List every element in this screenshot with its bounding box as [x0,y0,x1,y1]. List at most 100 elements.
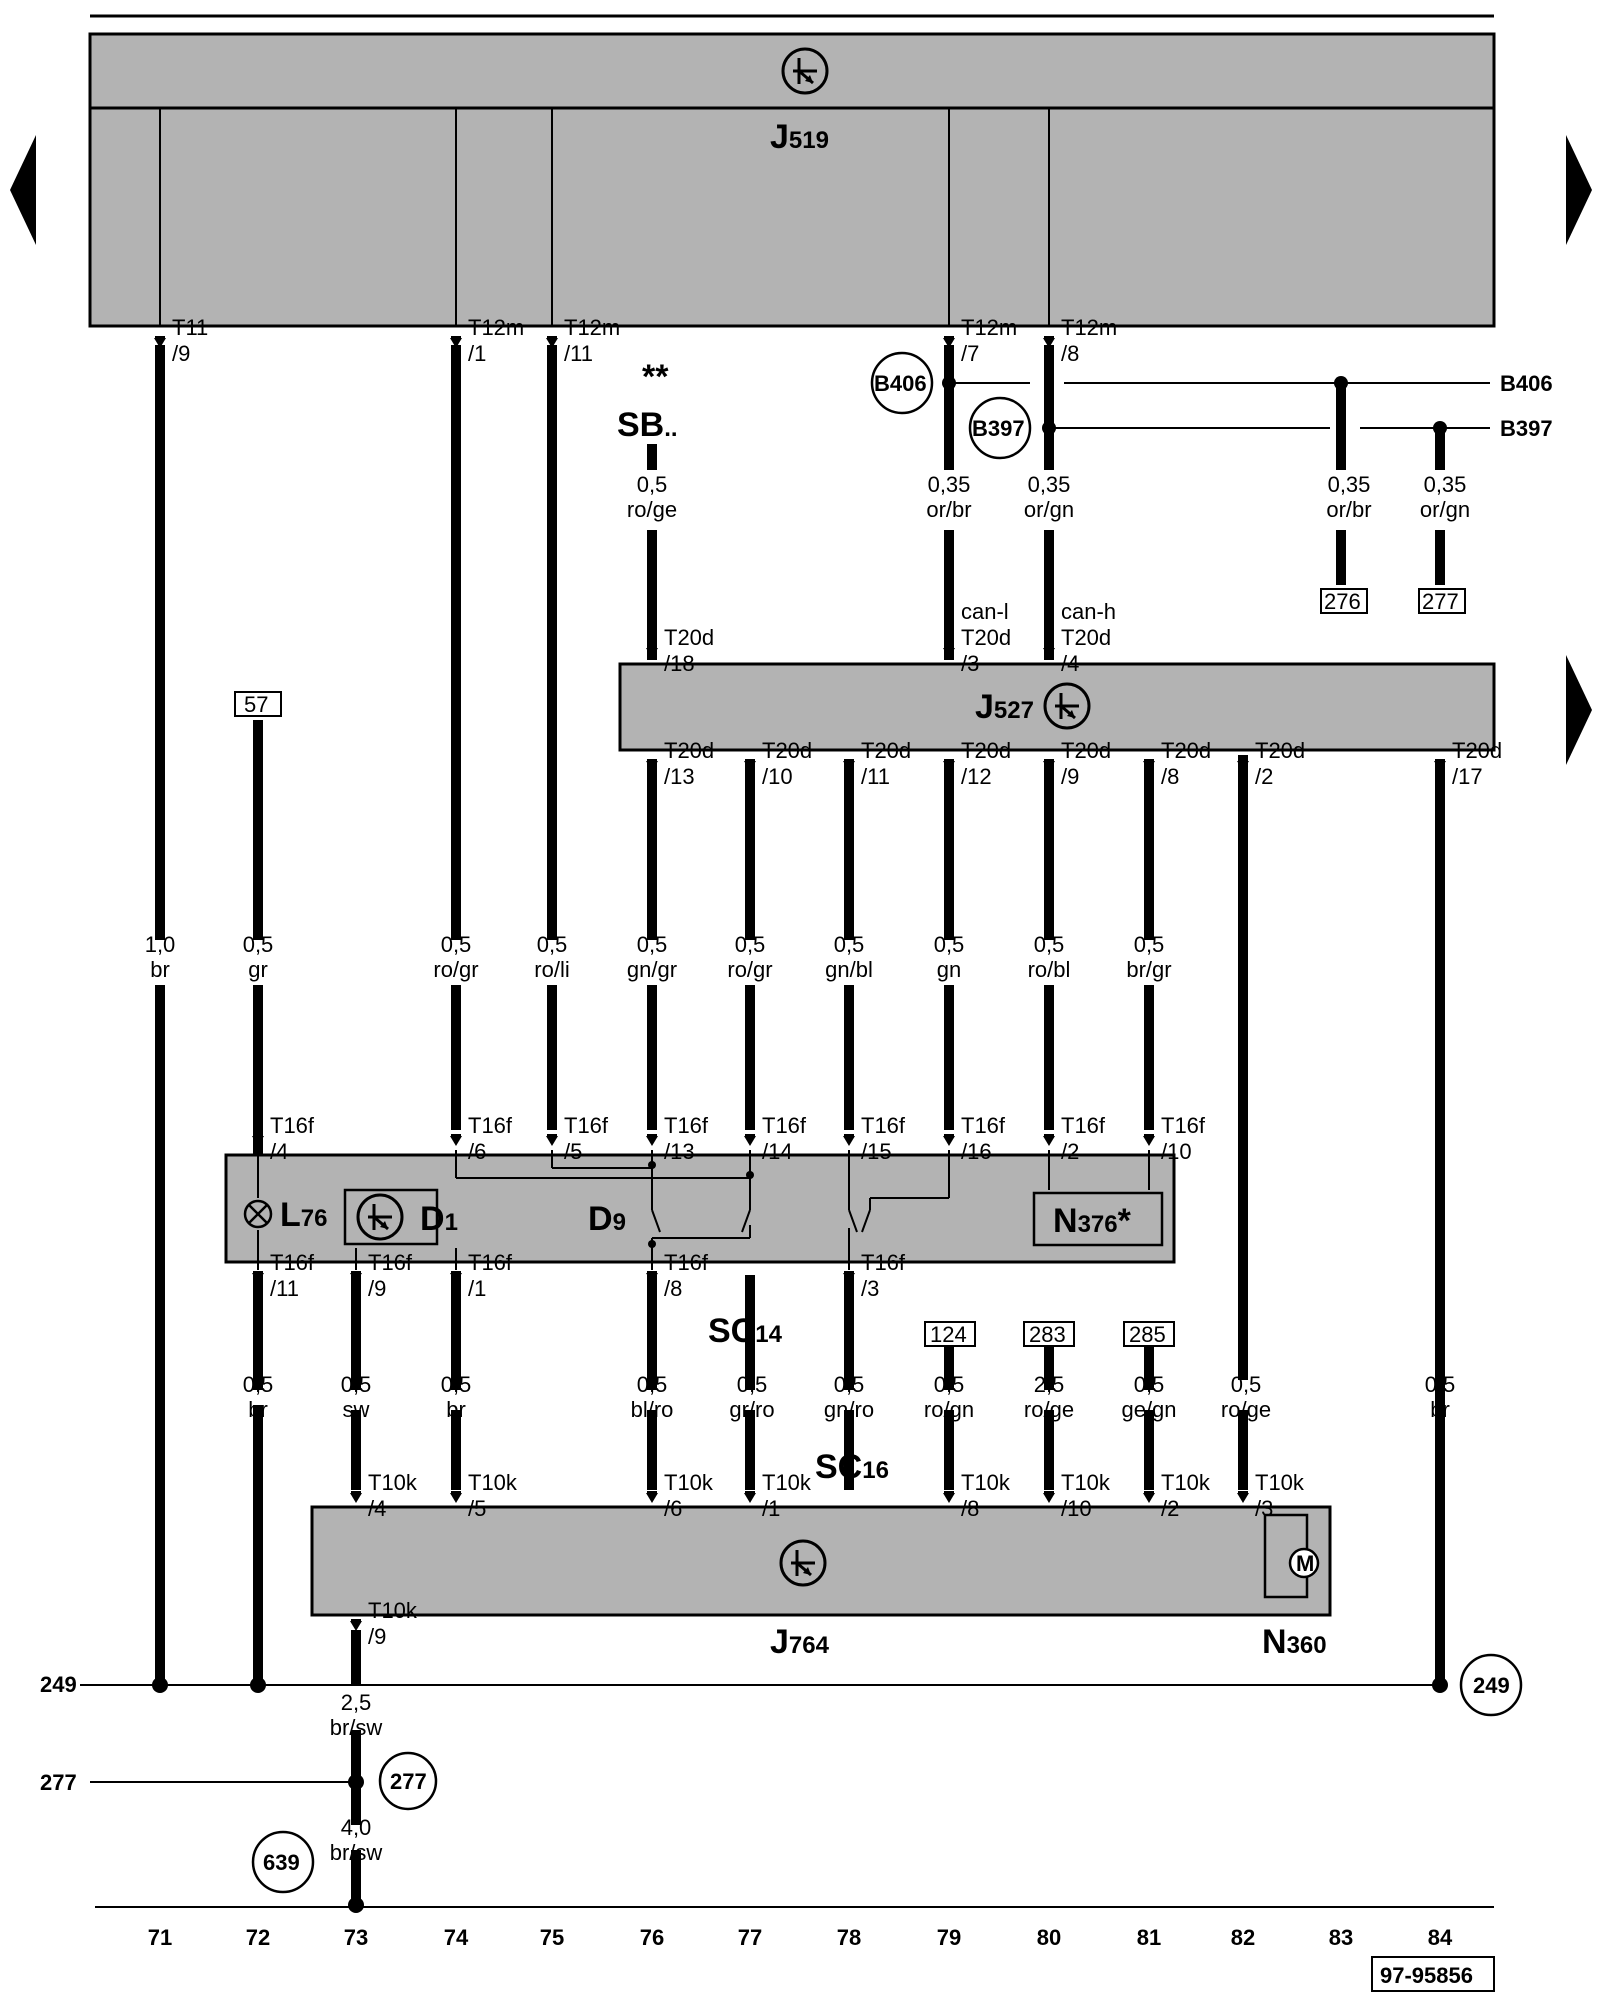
column-number: 80 [1037,1925,1061,1950]
pin-label: T10k [664,1470,714,1495]
pin-label: /4 [368,1496,386,1521]
ground-point-249: 249 [1473,1673,1510,1698]
wire-size-label: 0,5 [934,932,965,957]
pin-label: T20d [961,738,1011,763]
wire-size-label: 0,5 [341,1372,372,1397]
pin-label: T16f [762,1113,807,1138]
b397-line-label: B397 [1500,416,1553,441]
wire-size-label: 0,5 [243,932,274,957]
pin-label: /3 [861,1276,879,1301]
pin-label: /11 [861,764,890,789]
wire-color-label: gn/ro [824,1397,874,1422]
wire-color-label: br/sw [330,1840,383,1865]
wire-color-label: or/br [1326,497,1371,522]
pin-label: T11 [172,315,208,340]
column-number: 71 [148,1925,172,1950]
pin-label: T16f [468,1250,513,1275]
j519-box [88,32,1496,328]
column-number: 74 [444,1925,469,1950]
column-number: 81 [1137,1925,1161,1950]
pin-label: /1 [762,1496,780,1521]
pin-label: T16f [270,1250,315,1275]
pin-label: /9 [1061,764,1079,789]
wire-size-label: 0,35 [1328,472,1371,497]
wire-size-label: 2,5 [1034,1372,1065,1397]
pin-arrow [1142,1491,1156,1504]
pin-label: /2 [1161,1496,1179,1521]
pin-arrow [545,1134,559,1147]
svg-text:M: M [1296,1551,1314,1576]
pin-label: /9 [368,1624,386,1649]
pin-label: T16f [664,1113,709,1138]
wire-size-label: 0,35 [1028,472,1071,497]
pin-label: /10 [1161,1139,1192,1164]
wire-color-label: bl/ro [631,1397,674,1422]
wire-color-label: ro/gr [727,957,772,982]
next-page-arrow-mid[interactable] [1566,655,1592,765]
pin-arrow [645,1491,659,1504]
pin-label: /17 [1452,764,1483,789]
wire-size-label: 4,0 [341,1815,372,1840]
pin-label: /13 [664,764,695,789]
pin-label: /1 [468,341,486,366]
wire-size-label: 2,5 [341,1690,372,1715]
l76-label: L76 [280,1196,327,1234]
pin-arrow [1042,1134,1056,1147]
b406-circle: B406 [874,371,927,396]
column-number: 79 [937,1925,961,1950]
wire-color-label: ro/gn [924,1397,974,1422]
wire-size-label: 0,5 [1034,932,1065,957]
pin-label: T20d [664,738,714,763]
pin-arrow [842,1134,856,1147]
d1-label: D1 [420,1200,458,1238]
j764-label: J764 [770,1623,830,1661]
wire-size-label: 0,5 [441,932,472,957]
sb-marks: ** [642,358,669,396]
wire-size-label: 0,5 [1134,932,1165,957]
pin-label: T20d [1061,738,1111,763]
wire-bundle [155,345,1445,1905]
line-277-label: 277 [40,1770,77,1795]
wire-size-label: 0,5 [537,932,568,957]
d9-label: D9 [588,1200,626,1238]
pin-label: /16 [961,1139,992,1164]
pin-label: T16f [861,1113,906,1138]
pin-arrow [942,1134,956,1147]
sb-label: SB.. [617,406,678,444]
pin-label: T16f [270,1113,315,1138]
ref-283: 283 [1029,1322,1066,1347]
sc16-label: SC16 [815,1448,889,1486]
pin-label: T10k [368,1598,418,1623]
ref-285: 285 [1129,1322,1166,1347]
pin-label: T20d [762,738,812,763]
wire-color-label: or/gn [1420,497,1470,522]
wire-color-label: gn [937,957,961,982]
ref-277: 277 [1422,589,1459,614]
pin-arrow [1042,1491,1056,1504]
wire-size-label: 0,5 [637,1372,668,1397]
prev-page-arrow[interactable] [10,135,36,245]
pin-arrow [645,1134,659,1147]
pin-label: /8 [1161,764,1179,789]
wire-size-label: 0,5 [243,1372,274,1397]
pin-label: /8 [1061,341,1079,366]
pin-label: T10k [468,1470,518,1495]
column-number: 84 [1428,1925,1453,1950]
wire-size-label: 0,5 [934,1372,965,1397]
next-page-arrow-top[interactable] [1566,135,1592,245]
wire-size-label: 0,5 [637,472,668,497]
pin-label: /2 [1255,764,1273,789]
pin-label: /14 [762,1139,793,1164]
pin-label: /6 [468,1139,486,1164]
n376-box [1032,1191,1164,1247]
pin-label: T16f [468,1113,513,1138]
wire-size-label: 0,5 [1134,1372,1165,1397]
sc14-label: SC14 [708,1312,783,1350]
pin-label: T10k [368,1470,418,1495]
wire-size-label: 0,35 [928,472,971,497]
wire-color-label: ro/li [534,957,569,982]
wire-size-label: 0,5 [1425,1372,1456,1397]
pin-arrow [449,1134,463,1147]
pin-arrow [449,1491,463,1504]
wire-color-label: br [446,1397,466,1422]
